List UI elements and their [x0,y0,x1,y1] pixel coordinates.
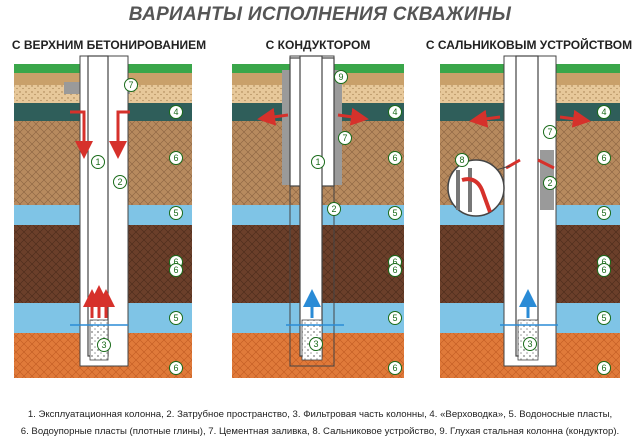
marker-2: 2 [543,176,557,190]
svg-text:6: 6 [392,265,397,275]
marker-6: 6 [597,263,611,277]
svg-text:6: 6 [392,257,397,267]
marker-3: 3 [97,338,111,352]
svg-text:8: 8 [459,155,464,165]
svg-text:6: 6 [392,153,397,163]
marker-2: 2 [327,202,341,216]
svg-text:3: 3 [101,340,106,350]
marker-5: 5 [388,311,402,325]
marker-8: 8 [455,153,469,167]
svg-text:5: 5 [392,208,397,218]
magnifier-leader [495,165,511,171]
marker-6: 6 [597,151,611,165]
marker-4: 4 [597,105,611,119]
svg-text:5: 5 [173,208,178,218]
marker-3: 3 [523,337,537,351]
svg-text:7: 7 [128,80,133,90]
gland-detail [456,168,472,212]
svg-text:6: 6 [392,363,397,373]
diagram-title: ВАРИАНТЫ ИСПОЛНЕНИЯ СКВАЖИНЫ [128,4,512,25]
marker-6: 6 [169,263,183,277]
svg-text:7: 7 [342,133,347,143]
panel-title-gland: С САЛЬНИКОВЫМ УСТРОЙСТВОМ [425,38,633,52]
marker-6: 6 [388,263,402,277]
arrow-perched-right [337,107,369,126]
gland-detail-seal [461,177,492,213]
arrow-perched-left [70,110,93,159]
svg-text:1: 1 [315,157,320,167]
legend-line-2: 6. Водоупорные пласты (плотные глины), 7… [20,426,620,437]
marker-6: 6 [388,361,402,375]
marker-1: 1 [91,155,105,169]
panel-title-conductor: С КОНДУКТОРОМ [265,38,371,52]
marker-7: 7 [543,125,557,139]
svg-text:6: 6 [601,363,606,373]
svg-text:6: 6 [173,265,178,275]
gland-mark [537,158,555,170]
svg-text:2: 2 [547,178,552,188]
svg-text:7: 7 [547,127,552,137]
marker-4: 4 [169,105,183,119]
svg-text:6: 6 [173,363,178,373]
svg-text:6: 6 [173,153,178,163]
marker-5: 5 [169,206,183,220]
arrow-perched-right [109,110,130,159]
marker-6: 6 [388,151,402,165]
svg-text:1: 1 [95,157,100,167]
arrow-perched-right [559,109,591,128]
arrow-perched-left [257,107,289,126]
marker-7: 7 [124,78,138,92]
marker-6: 6 [169,151,183,165]
svg-text:9: 9 [338,72,343,82]
arrow-perched-left [469,109,501,128]
panel-conductor [232,55,423,400]
svg-text:4: 4 [601,107,606,117]
marker-1: 1 [311,155,325,169]
marker-3: 3 [309,337,323,351]
svg-text:3: 3 [527,339,532,349]
svg-text:4: 4 [392,107,397,117]
panel-gland [440,55,620,378]
svg-text:3: 3 [313,339,318,349]
svg-text:5: 5 [601,313,606,323]
marker-6: 6 [597,361,611,375]
marker-5: 5 [388,206,402,220]
svg-text:6: 6 [601,257,606,267]
svg-text:5: 5 [392,313,397,323]
svg-text:2: 2 [331,204,336,214]
svg-text:5: 5 [601,208,606,218]
svg-text:6: 6 [173,257,178,267]
svg-text:6: 6 [601,153,606,163]
svg-text:5: 5 [173,313,178,323]
marker-4: 4 [388,105,402,119]
marker-5: 5 [597,311,611,325]
svg-text:2: 2 [117,177,122,187]
svg-text:6: 6 [601,265,606,275]
legend-line-1: 1. Эксплуатационная колонна, 2. Затрубно… [27,409,613,420]
gland-magnifier [447,159,505,217]
marker-5: 5 [597,206,611,220]
marker-7: 7 [338,131,352,145]
marker-2: 2 [113,175,127,189]
marker-5: 5 [169,311,183,325]
panel-title-top-concrete: С ВЕРХНИМ БЕТОНИРОВАНИЕМ [11,38,207,52]
marker-9: 9 [334,70,348,84]
marker-6: 6 [169,361,183,375]
svg-text:4: 4 [173,107,178,117]
